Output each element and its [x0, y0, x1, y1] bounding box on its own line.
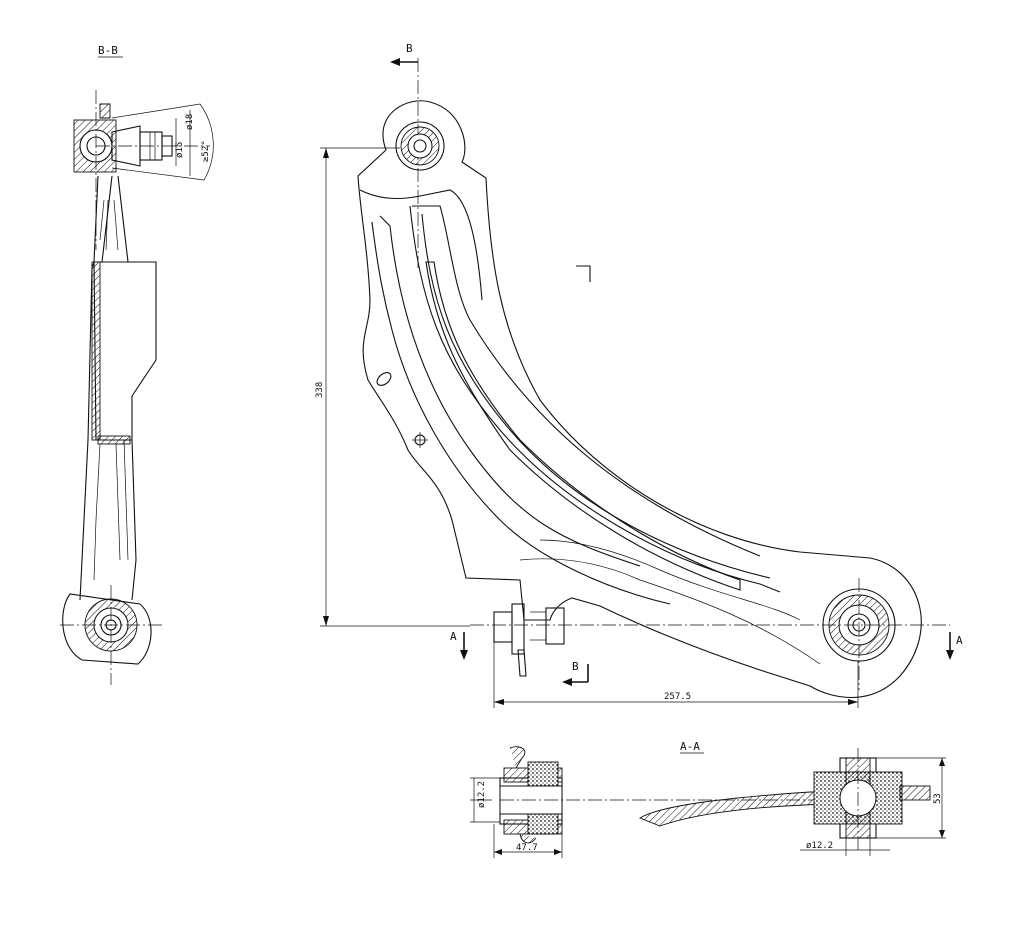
section-aa-view: A-A ø12.2 47.7	[470, 740, 946, 858]
ball-joint-section: ø18 ø15 ≥52°	[73, 103, 214, 181]
arm-outer-contour	[357, 100, 922, 698]
dim-257-5: 257.5	[664, 692, 691, 702]
aa-arm-web-section	[638, 791, 831, 827]
aa-dia-12-2-right: ø12.2	[806, 841, 833, 851]
dim-338: 338	[315, 382, 325, 398]
cut-a-right-label: A	[956, 634, 963, 647]
section-aa-title: A-A	[680, 740, 700, 753]
bb-dia-18: ø18	[185, 114, 195, 130]
aa-front-bush-section: ø12.2 47.7	[470, 746, 566, 858]
rib-line-6	[379, 215, 641, 567]
bb-angle: ≥52°	[201, 140, 211, 162]
rib-line-4	[425, 261, 741, 591]
dimension-height: 338	[315, 147, 470, 627]
slot-hole	[376, 372, 392, 386]
rib-line-2	[421, 213, 771, 579]
section-bb-title: B-B	[98, 44, 118, 57]
arm-side-profile	[60, 90, 165, 685]
dimension-width: 257.5	[493, 640, 859, 708]
top-bush	[395, 121, 445, 171]
aa-dim-53: 53	[933, 793, 943, 804]
rib-line-3	[412, 205, 761, 557]
rib-line-1	[409, 205, 781, 593]
section-bb-view: B-B ø18 ø15 ≥52°	[60, 44, 214, 685]
rib-line-5	[371, 221, 671, 605]
aa-dia-12-2-left: ø12.2	[477, 781, 487, 808]
cut-b-top-label: B	[406, 42, 413, 55]
rib-line-7	[359, 189, 483, 301]
cut-b-bottom-label: B	[572, 660, 579, 673]
front-bush	[493, 603, 565, 677]
cut-a-left-label: A	[450, 630, 457, 643]
aa-rear-bush-section: 53 ø12.2	[800, 748, 946, 856]
bb-dia-15: ø15	[175, 142, 185, 158]
aa-dim-47-7: 47.7	[516, 843, 538, 853]
main-front-view: B B	[315, 42, 963, 708]
